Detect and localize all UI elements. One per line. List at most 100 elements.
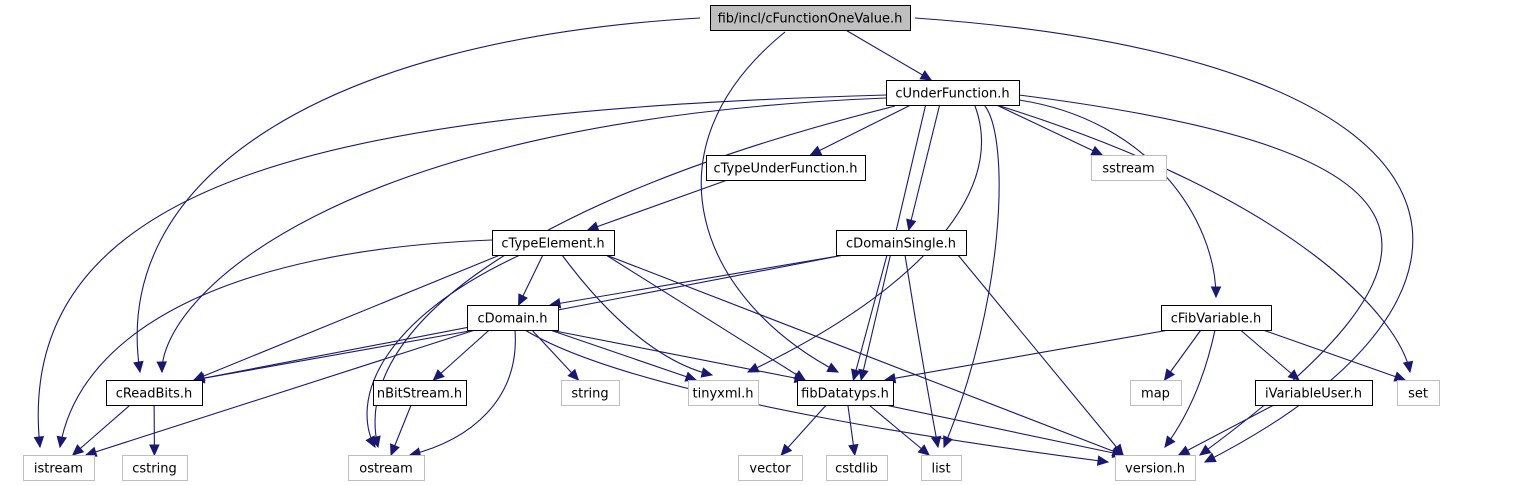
node-label: list	[931, 462, 950, 477]
arrowhead-icon	[780, 443, 793, 456]
node-box	[348, 455, 425, 481]
arrowhead-icon	[84, 446, 98, 457]
arrowhead-icon	[700, 367, 714, 378]
edge-cFibVariable-to-fibDatatyps	[884, 329, 1170, 381]
node-tinyxml: tinyxml.h	[688, 380, 759, 406]
node-label: string	[571, 387, 608, 402]
edge-cTypeUnderFunction-to-cTypeElement	[587, 179, 728, 231]
node-box	[738, 455, 803, 481]
edge-cUnderFunction-to-sstream	[996, 104, 1103, 156]
edge-cTypeElement-to-version	[605, 254, 1124, 456]
edge-cUnderFunction-to-cTypeUnderFunction	[810, 104, 911, 156]
node-label: vector	[749, 462, 791, 477]
edge-cDomain-to-istream	[85, 329, 476, 456]
edge-cDomain-to-cReadBits	[193, 329, 476, 381]
node-label: cstdlib	[835, 462, 878, 477]
arrowhead-icon	[33, 435, 45, 449]
arrowhead-icon	[390, 443, 400, 457]
node-box	[826, 455, 888, 481]
edge-cDomain-to-nBitStream	[433, 329, 490, 381]
arrowhead-icon	[943, 435, 953, 449]
arrowhead-icon	[1287, 369, 1300, 381]
node-nBitStream[interactable]: nBitStream.h	[373, 380, 467, 406]
node-cDomain[interactable]: cDomain.h	[467, 305, 559, 331]
node-label: cReadBits.h	[116, 387, 193, 402]
node-box	[106, 380, 203, 406]
edge-cDomainSingle-to-version	[957, 254, 1124, 456]
edge-cUnderFunction-to-istream	[37, 94, 887, 448]
node-box	[710, 5, 911, 31]
arrowhead-icon	[906, 218, 917, 232]
arrowhead-icon	[919, 70, 933, 81]
arrowhead-icon	[156, 361, 167, 374]
node-cFibVariable[interactable]: cFibVariable.h	[1161, 305, 1272, 331]
node-label: tinyxml.h	[693, 387, 754, 402]
arrowhead-icon	[1090, 145, 1104, 156]
node-cTypeElement[interactable]: cTypeElement.h	[492, 230, 615, 256]
node-label: cUnderFunction.h	[895, 87, 1009, 102]
node-box	[797, 380, 894, 406]
edge-root-to-cUnderFunction	[845, 29, 932, 81]
edge-cReadBits-to-istream	[72, 404, 131, 456]
arrowhead-icon	[149, 444, 160, 457]
edge-cDomain-to-ostream	[409, 329, 516, 456]
node-iVariableUser[interactable]: iVariableUser.h	[1255, 380, 1373, 406]
edge-cFibVariable-to-set	[1262, 329, 1406, 381]
arrowhead-icon	[1210, 286, 1222, 299]
node-box	[23, 455, 95, 481]
node-label: cFibVariable.h	[1171, 312, 1262, 327]
node-label: set	[1408, 387, 1428, 402]
node-fibDatatyps[interactable]: fibDatatyps.h	[797, 380, 894, 406]
node-label: iVariableUser.h	[1265, 387, 1362, 402]
arrowhead-icon	[809, 145, 823, 156]
arrowhead-icon	[848, 443, 859, 457]
node-box	[1115, 455, 1196, 481]
arrowhead-icon	[1402, 360, 1414, 374]
edge-cDomain-to-fibDatatyps	[549, 329, 806, 381]
edge-cDomain-to-tinyxml	[549, 329, 697, 381]
node-box	[1130, 380, 1182, 406]
node-list: list	[921, 455, 962, 481]
node-label: ostream	[359, 462, 413, 477]
node-label: map	[1141, 387, 1170, 402]
node-sstream: sstream	[1091, 155, 1167, 181]
edge-cFibVariable-to-version	[1164, 329, 1216, 448]
node-box	[561, 380, 620, 406]
edge-cUnderFunction-to-cDomainSingle	[908, 104, 941, 231]
node-cstdlib: cstdlib	[826, 455, 888, 481]
node-box	[688, 380, 759, 406]
node-cDomainSingle[interactable]: cDomainSingle.h	[836, 230, 967, 256]
node-box	[373, 380, 467, 406]
edge-cDomainSingle-to-list	[904, 254, 939, 448]
node-label: cDomainSingle.h	[846, 237, 956, 252]
node-ostream: ostream	[348, 455, 425, 481]
edge-iVariableUser-to-version	[1178, 404, 1275, 456]
node-box	[836, 230, 967, 256]
node-cTypeUnderFunction[interactable]: cTypeUnderFunction.h	[706, 155, 866, 181]
node-label: sstream	[1102, 162, 1154, 177]
node-box	[1091, 155, 1167, 181]
node-label: istream	[34, 462, 83, 477]
edge-cDomainSingle-to-fibDatatyps	[852, 254, 888, 381]
node-cReadBits[interactable]: cReadBits.h	[106, 380, 203, 406]
edge-fibDatatyps-to-version	[884, 404, 1124, 456]
edge-root-to-cReadBits	[136, 17, 701, 373]
edge-cFibVariable-to-iVariableUser	[1240, 329, 1300, 381]
nodes-layer: fib/incl/cFunctionOneValue.h cUnderFuncti…	[23, 5, 1440, 481]
arrowhead-icon	[1203, 452, 1217, 463]
arrowhead-icon	[365, 435, 376, 449]
node-cstring: cstring	[122, 455, 188, 481]
node-root[interactable]: fib/incl/cFunctionOneValue.h	[710, 5, 911, 31]
edge-cDomainSingle-to-cDomain	[549, 254, 845, 306]
arrowhead-icon	[1096, 455, 1110, 466]
node-label: nBitStream.h	[377, 387, 462, 402]
arrowhead-icon	[1199, 444, 1212, 456]
node-string: string	[561, 380, 620, 406]
node-box	[1161, 305, 1272, 331]
node-label: cDomain.h	[478, 312, 548, 327]
node-cUnderFunction[interactable]: cUnderFunction.h	[886, 80, 1020, 106]
arrowhead-icon	[684, 371, 698, 382]
node-box	[921, 455, 962, 481]
node-version: version.h	[1115, 455, 1196, 481]
node-label: fib/incl/cFunctionOneValue.h	[718, 12, 903, 27]
